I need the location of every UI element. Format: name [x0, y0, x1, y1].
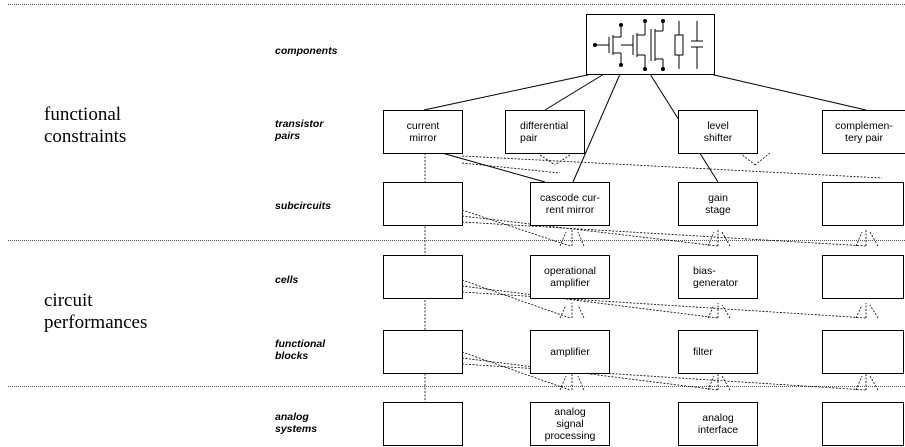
node-filter: filter [678, 330, 758, 374]
node-current-mirror: current mirror [383, 110, 463, 154]
node-functional-block-empty-2 [822, 330, 904, 374]
node-operational-amplifier: operational amplifier [530, 255, 610, 299]
level-components: components [275, 45, 338, 57]
components-box [586, 14, 715, 75]
node-cell-empty-2 [822, 255, 904, 299]
node-subcircuit-empty-1 [383, 182, 463, 226]
level-transistor-pairs: transistor pairs [275, 118, 324, 142]
level-functional-blocks: functional blocks [275, 338, 326, 362]
node-functional-block-empty-1 [383, 330, 463, 374]
section-circuit-performances: circuit performances [44, 290, 148, 333]
node-amplifier: amplifier [530, 330, 610, 374]
node-bias-generator: bias- generator [678, 255, 758, 299]
node-level-shifter: level shifter [678, 110, 758, 154]
node-gain-stage: gain stage [678, 182, 758, 226]
node-system-empty-1 [383, 402, 463, 446]
transistor-resistor-capacitor-symbols-icon [593, 19, 703, 71]
node-analog-signal-processing: analog signal processing [530, 402, 610, 446]
divider-circuit-systems [8, 386, 905, 387]
node-cascode-current-mirror: cascode cur- rent mirror [530, 182, 610, 226]
node-cell-empty-1 [383, 255, 463, 299]
node-analog-interface: analog interface [678, 402, 758, 446]
section-functional-constraints: functional constraints [44, 104, 127, 147]
node-subcircuit-empty-2 [822, 182, 904, 226]
level-cells: cells [275, 274, 299, 286]
node-system-empty-2 [822, 402, 904, 446]
node-differential-pair: differential pair [505, 110, 585, 154]
node-complementary-pair: complemen- tery pair [822, 110, 905, 154]
level-subcircuits: subcircuits [275, 200, 332, 212]
level-analog-systems: analog systems [275, 411, 318, 435]
divider-functional-circuit [8, 240, 905, 241]
top-divider [8, 4, 905, 5]
